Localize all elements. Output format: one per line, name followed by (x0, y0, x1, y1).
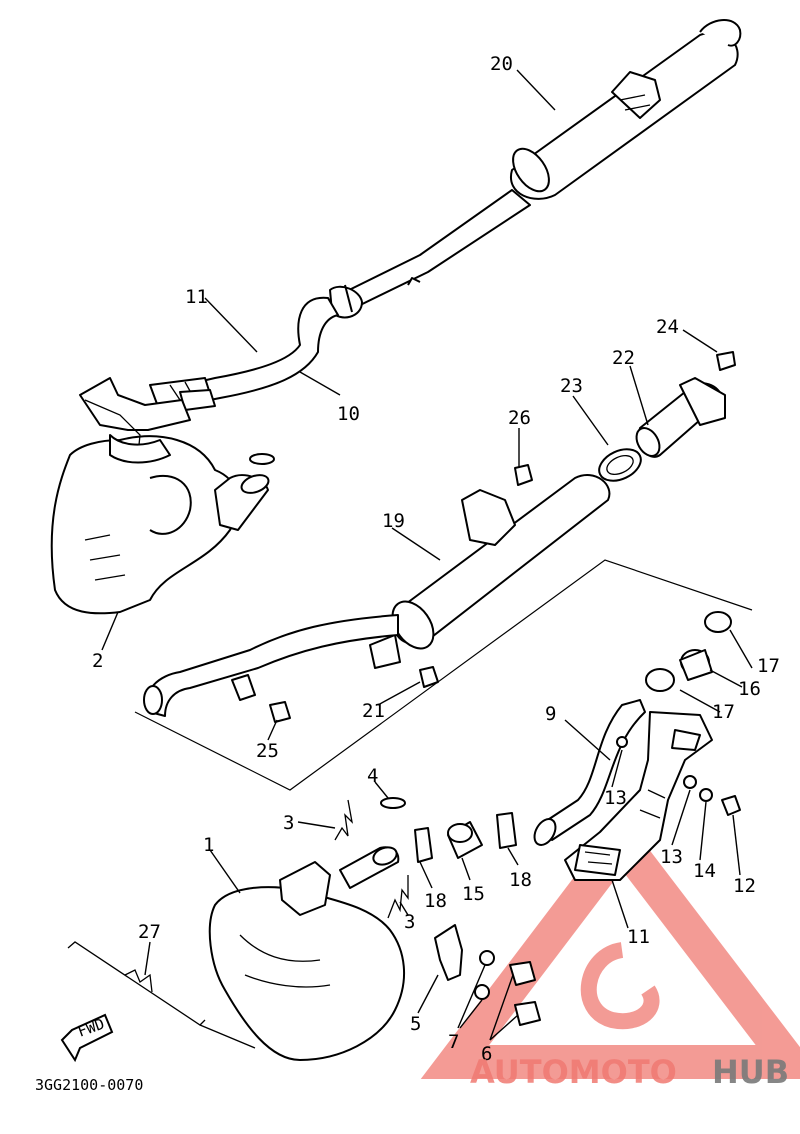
fwd-arrow-icon: FWD (60, 1013, 114, 1063)
watermark-logo (420, 813, 800, 1079)
callout-20: 20 (490, 53, 513, 75)
callout-13a: 13 (604, 787, 627, 809)
callout-18b: 18 (509, 869, 532, 891)
watermark-part2: HUB (712, 1053, 789, 1091)
callout-12: 12 (733, 875, 756, 897)
callout-24: 25 (256, 740, 279, 762)
callout-6: 6 (481, 1043, 492, 1065)
callout-5: 5 (410, 1013, 421, 1035)
muffler-19 (134, 464, 753, 791)
tail-pipe-9 (149, 296, 339, 413)
callout-23: 24 (656, 316, 679, 338)
callout-15: 15 (462, 883, 485, 905)
watermark-part1: AUTOMOTO (470, 1053, 677, 1091)
callout-27: 27 (138, 921, 161, 943)
pipe-joint-16-17 (645, 611, 732, 692)
diagram-code: 3GG2100-0070 (35, 1076, 143, 1094)
callout-2: 2 (92, 650, 103, 672)
callout-13b: 13 (660, 846, 683, 868)
gasket-15 (414, 812, 517, 863)
callout-21: 22 (612, 347, 635, 369)
stay-27 (67, 941, 256, 1049)
callout-4: 4 (367, 765, 378, 787)
callout-8: 9 (545, 703, 556, 725)
callout-10: 11 (627, 926, 650, 948)
callout-3a: 3 (283, 812, 294, 834)
callout-18a: 18 (424, 890, 447, 912)
callout-16: 16 (738, 678, 761, 700)
callout-25: 21 (362, 700, 385, 722)
muffler-20 (329, 19, 742, 319)
expansion-chamber-2 (50, 377, 275, 615)
springs-3-4 (334, 797, 409, 919)
expansion-chamber-1 (208, 846, 541, 1061)
leader-lines (101, 69, 753, 1041)
callout-14: 14 (693, 860, 716, 882)
callout-19: 19 (382, 510, 405, 532)
watermark-text: AUTOMOTO HUB (470, 1053, 789, 1091)
callout-9: 10 (337, 403, 360, 425)
callout-22: 23 (560, 375, 583, 397)
callout-1: 1 (203, 834, 214, 856)
callout-labels: 20 11 10 2 24 22 23 26 19 17 16 17 9 13 … (92, 53, 780, 1065)
callout-7: 7 (448, 1031, 459, 1053)
callout-26: 26 (508, 407, 531, 429)
callout-11: 11 (185, 286, 208, 308)
callout-17b: 17 (712, 701, 735, 723)
callout-17a: 17 (757, 655, 780, 677)
callout-3b: 3 (404, 911, 415, 933)
pipe-8 (533, 699, 646, 846)
heat-guard-10 (564, 711, 741, 881)
joint-21 (598, 351, 736, 482)
